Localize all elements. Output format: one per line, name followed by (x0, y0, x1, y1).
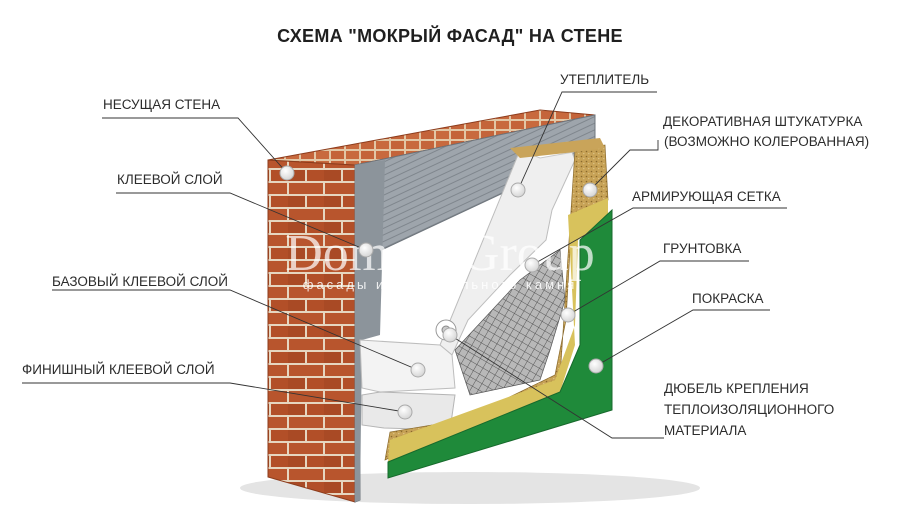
dot-adhesive-layer (358, 242, 374, 258)
dot-dowel (442, 327, 458, 343)
label-dowel-1: ДЮБЕЛЬ КРЕПЛЕНИЯ (664, 381, 809, 396)
leader-finish-adhesive (22, 382, 406, 413)
dot-bearing-wall (279, 165, 295, 181)
adhesive-layer-left (355, 160, 385, 502)
reinforcing-mesh-area (454, 249, 566, 396)
label-decorative-plaster-2: (ВОЗМОЖНО КОЛЕРОВАННАЯ) (664, 134, 870, 149)
leader-lines (22, 91, 787, 439)
leader-painting (595, 309, 770, 367)
dot-painting (588, 358, 604, 374)
leader-reinforcing-mesh (531, 207, 787, 266)
leader-decorative-plaster (589, 140, 659, 191)
label-finish-adhesive-layer: ФИНИШНЫЙ КЛЕЕВОЙ СЛОЙ (22, 362, 215, 377)
leader-bearing-wall (102, 117, 288, 174)
primer-layer (388, 198, 608, 462)
plaster-top-strip (510, 138, 605, 158)
dot-base-adhesive (410, 362, 426, 378)
label-adhesive-layer: КЛЕЕВОЙ СЛОЙ (117, 172, 223, 187)
label-painting: ПОКРАСКА (692, 291, 764, 306)
diagram-title: СХЕМА "МОКРЫЙ ФАСАД" НА СТЕНЕ (277, 26, 623, 46)
brick-wall-front (267, 159, 356, 503)
label-primer: ГРУНТОВКА (663, 241, 742, 256)
label-dowel-3: МАТЕРИАЛА (664, 423, 747, 438)
label-dowel-2: ТЕПЛОИЗОЛЯЦИОННОГО (664, 402, 835, 417)
paint-layer (387, 208, 613, 479)
label-decorative-plaster-1: ДЕКОРАТИВНАЯ ШТУКАТУРКА (663, 114, 863, 129)
label-base-adhesive-layer: БАЗОВЫЙ КЛЕЕВОЙ СЛОЙ (52, 274, 228, 289)
label-bearing-wall: НЕСУЩАЯ СТЕНА (103, 97, 221, 112)
marker-dots (279, 165, 604, 420)
leader-insulation (517, 91, 657, 191)
leader-adhesive-layer (116, 192, 367, 251)
dot-reinforcing-mesh (524, 257, 540, 273)
dot-primer (560, 307, 576, 323)
watermark-main: Domoff Group (285, 225, 595, 282)
dot-finish-adhesive (397, 404, 413, 420)
leader-base-adhesive (52, 289, 419, 371)
label-insulation: УТЕПЛИТЕЛЬ (560, 72, 650, 87)
dot-insulation (510, 182, 526, 198)
leader-primer (567, 260, 749, 316)
watermark-sub: фасады из натурального камня (303, 277, 578, 292)
dot-decorative-plaster (582, 182, 598, 198)
leader-dowel (449, 334, 664, 439)
label-reinforcing-mesh: АРМИРУЮЩАЯ СЕТКА (632, 189, 781, 204)
